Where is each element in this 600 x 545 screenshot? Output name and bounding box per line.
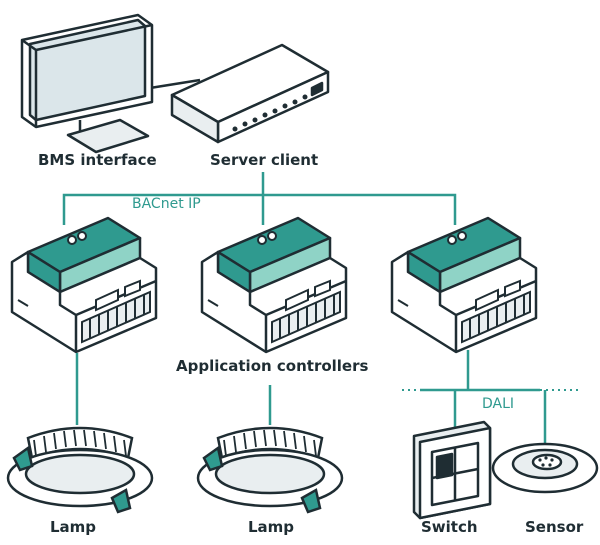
server-icon — [170, 43, 330, 144]
lamp-links — [75, 353, 272, 425]
controller-right — [390, 216, 538, 354]
lamp-middle-label: Lamp — [248, 518, 295, 536]
lamp-left-label: Lamp — [50, 518, 97, 536]
server-client-label: Server client — [210, 151, 319, 169]
dali-bus — [402, 350, 578, 445]
bacnet-bus — [62, 172, 457, 225]
wall-switch-icon — [412, 420, 492, 520]
sensor-label: Sensor — [525, 518, 584, 536]
switch-label: Switch — [421, 518, 478, 536]
bms-interface-label: BMS interface — [38, 151, 157, 169]
monitor-icon — [20, 13, 154, 154]
application-controllers-label: Application controllers — [176, 357, 369, 375]
downlight-icon — [196, 426, 344, 514]
controller-left — [10, 216, 158, 354]
bacnet-ip-label: BACnet IP — [132, 196, 201, 212]
downlight-icon — [6, 426, 154, 514]
monitor-server-link — [149, 78, 201, 90]
dali-label: DALI — [482, 396, 515, 412]
controller-middle — [200, 216, 348, 354]
ceiling-sensor-icon — [491, 442, 599, 494]
